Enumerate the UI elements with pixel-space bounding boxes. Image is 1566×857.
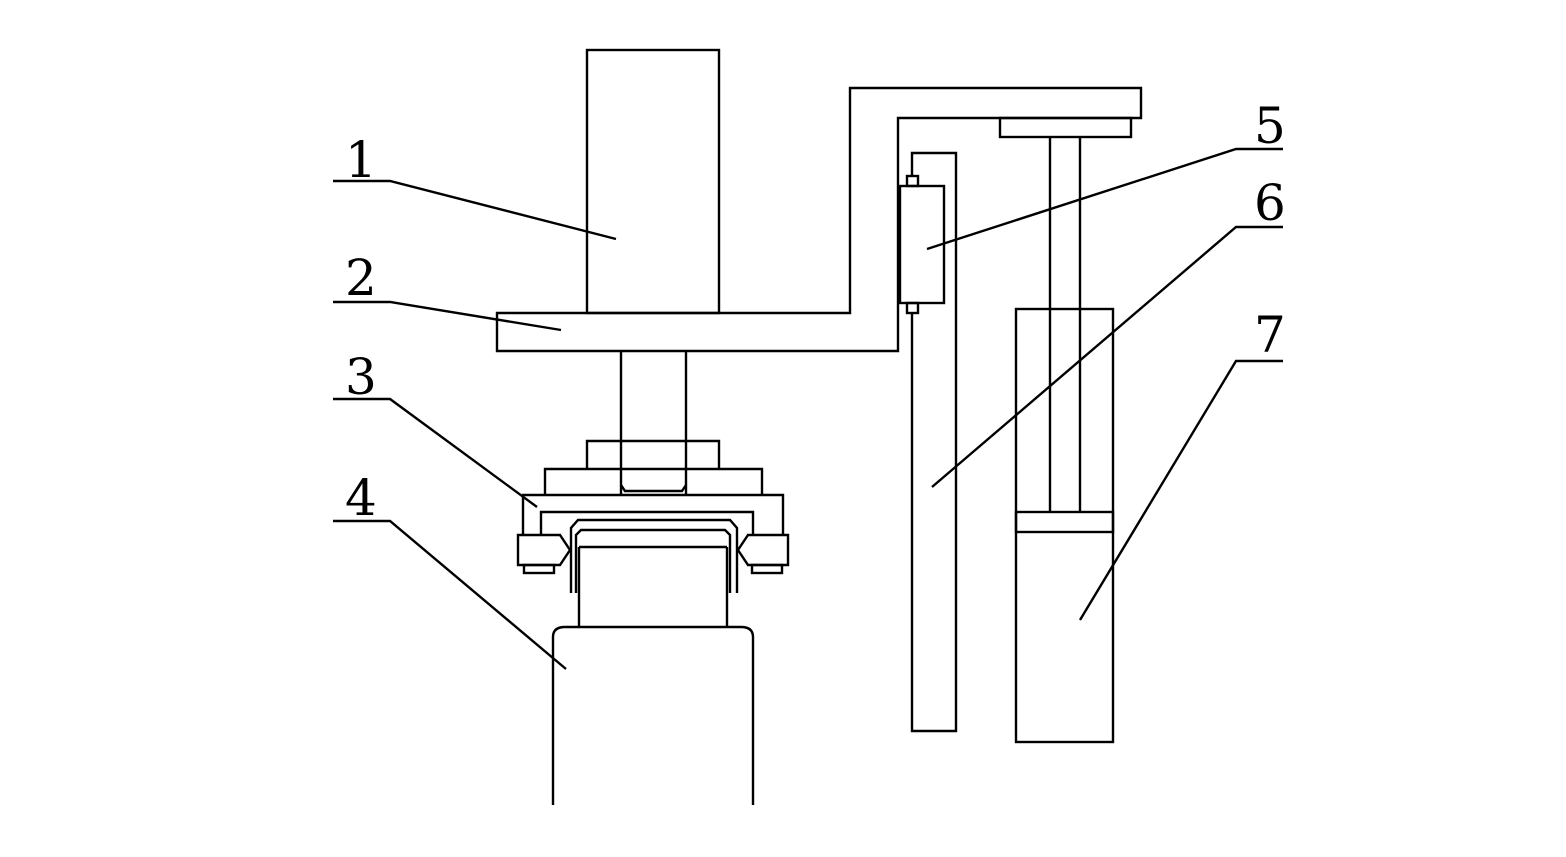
callout-numbers: 1 2 3 4 5 6 7 [345, 97, 1286, 527]
capping-head [516, 439, 790, 593]
callout-3: 3 [345, 348, 377, 406]
leader-5 [926, 147, 1283, 251]
leader-2 [333, 300, 562, 332]
guide-rail [910, 151, 958, 733]
leader-1 [333, 179, 617, 241]
mounting-arm [495, 86, 1143, 353]
leader-3 [333, 397, 538, 508]
leader-lines [333, 147, 1283, 670]
leader-7 [1078, 359, 1283, 621]
callout-2: 2 [345, 249, 377, 307]
callout-1: 1 [345, 131, 377, 189]
output-shaft [619, 351, 688, 495]
callout-7: 7 [1254, 306, 1286, 364]
bottle [551, 545, 755, 805]
lift-cylinder [1014, 137, 1115, 744]
callout-4: 4 [345, 469, 377, 527]
leader-6 [931, 225, 1283, 488]
callout-6: 6 [1254, 174, 1286, 232]
callout-5: 5 [1254, 97, 1286, 155]
drive-motor [585, 48, 721, 315]
leader-4 [333, 519, 567, 670]
